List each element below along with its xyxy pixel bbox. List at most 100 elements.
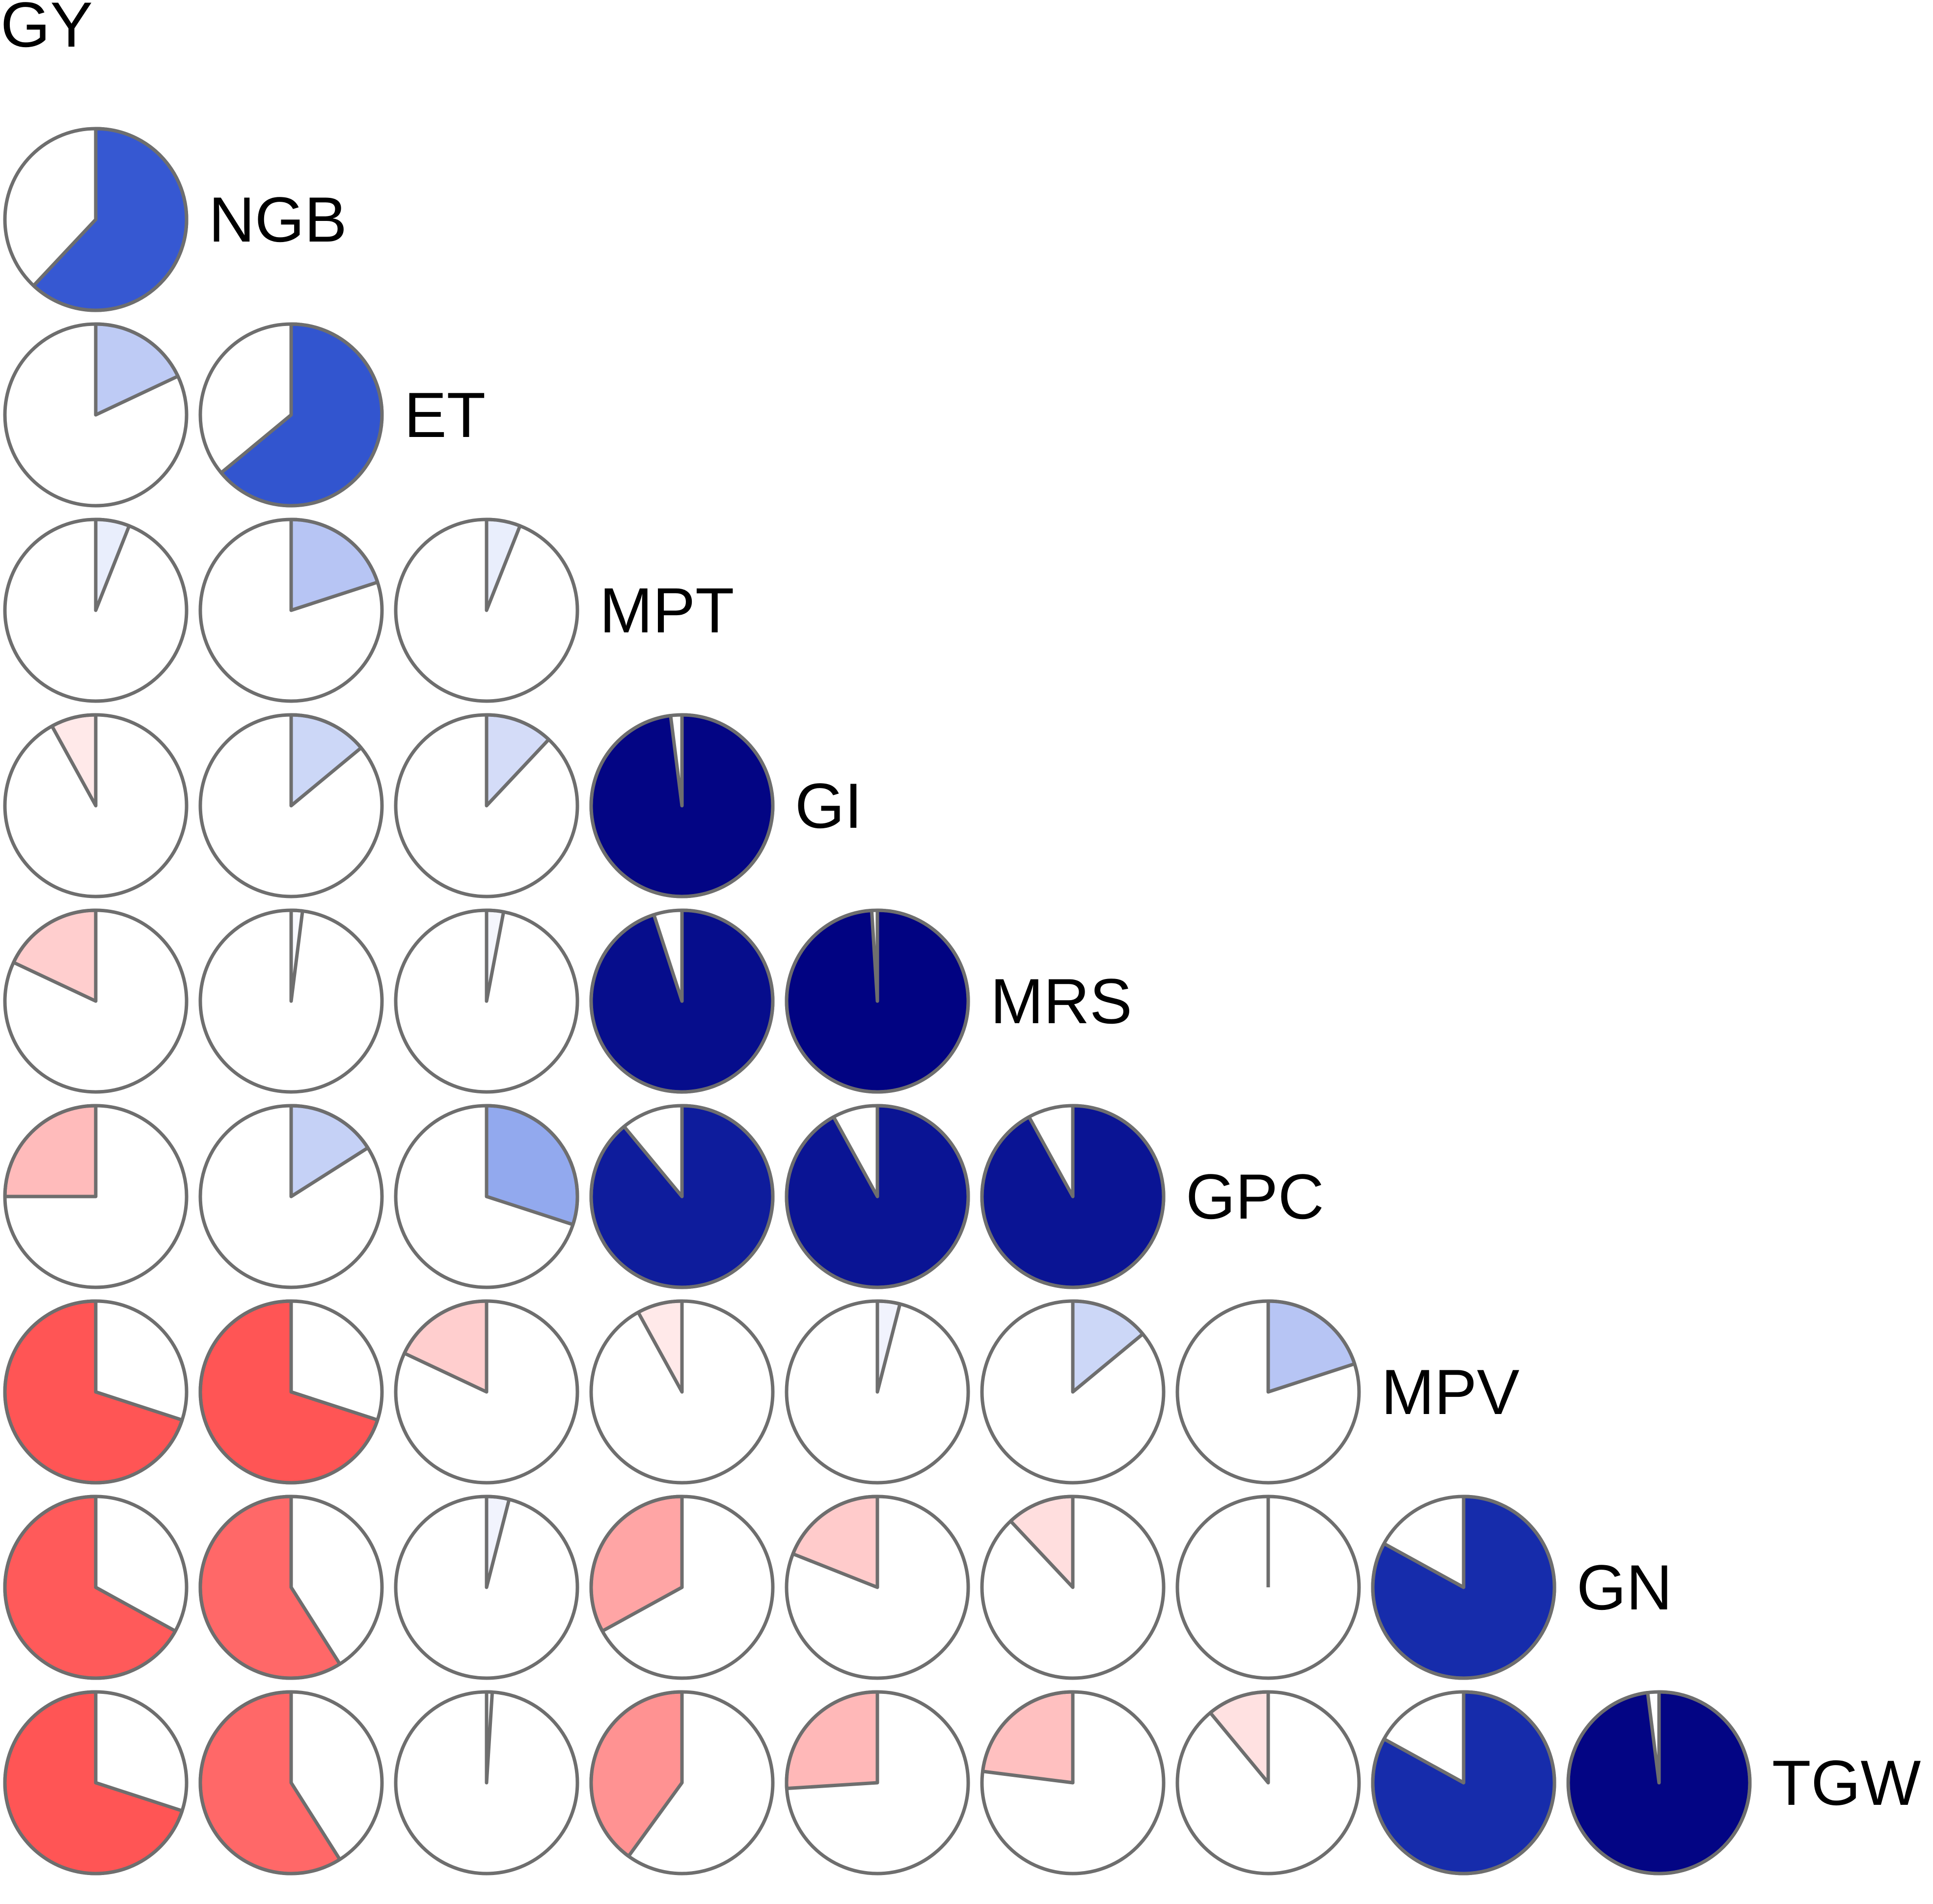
pie-mrs-gy: [3, 908, 189, 1094]
pie-outline: [198, 1495, 384, 1680]
trait-label-ngb: NGB: [209, 184, 347, 255]
pie-mpt-et: [394, 517, 579, 703]
pie-gpc-ngb: [198, 1104, 384, 1289]
pie-tgw-ngb: [198, 1690, 384, 1876]
pie-gi-ngb: [198, 713, 384, 898]
pie-outline: [198, 1690, 384, 1876]
pie-gn-gi: [785, 1495, 970, 1680]
pie-gi-mpt: [589, 713, 775, 898]
pie-mrs-mpt: [589, 908, 775, 1094]
pie-tgw-mrs: [980, 1690, 1166, 1876]
pie-outline: [785, 1690, 970, 1876]
pie-tgw-gy: [3, 1690, 189, 1876]
pie-gpc-gi: [785, 1104, 970, 1289]
pie-outline: [198, 1104, 384, 1289]
pie-mpv-gy: [3, 1299, 189, 1485]
pie-tgw-gpc: [1175, 1690, 1361, 1876]
pie-outline: [1175, 1299, 1361, 1485]
pie-outline: [3, 322, 189, 508]
pie-mpv-gpc: [1175, 1299, 1361, 1485]
pie-outline: [394, 713, 579, 898]
pie-gn-mrs: [980, 1495, 1166, 1680]
pie-outline: [198, 322, 384, 508]
pie-outline: [589, 1104, 775, 1289]
pie-outline: [394, 908, 579, 1094]
trait-label-et: ET: [404, 379, 486, 451]
pie-outline: [589, 1495, 775, 1680]
pie-gn-et: [394, 1495, 579, 1680]
pie-mpv-gi: [785, 1299, 970, 1485]
pie-outline: [394, 1690, 579, 1876]
trait-label-gy: GY: [0, 0, 93, 60]
pie-mrs-ngb: [198, 908, 384, 1094]
pie-outline: [785, 908, 970, 1094]
pie-gn-mpv: [1371, 1495, 1556, 1680]
pie-et-gy: [3, 322, 189, 508]
pie-outline: [785, 1299, 970, 1485]
pie-outline: [785, 1104, 970, 1289]
pie-outline: [1175, 1495, 1361, 1680]
pie-outline: [394, 1495, 579, 1680]
pie-mpv-et: [394, 1299, 579, 1485]
pie-outline: [589, 1299, 775, 1485]
pie-tgw-gi: [785, 1690, 970, 1876]
pie-mpv-ngb: [198, 1299, 384, 1485]
pie-outline: [3, 1495, 189, 1680]
pie-outline: [1566, 1690, 1752, 1876]
pie-outline: [1371, 1495, 1556, 1680]
pie-outline: [3, 1690, 189, 1876]
pie-outline: [3, 127, 189, 312]
pie-outline: [980, 1104, 1166, 1289]
pie-outline: [980, 1690, 1166, 1876]
pie-mrs-gi: [785, 908, 970, 1094]
pie-outline: [394, 1299, 579, 1485]
pie-outline: [3, 1104, 189, 1289]
pie-tgw-mpv: [1371, 1690, 1556, 1876]
pie-outline: [3, 908, 189, 1094]
pie-gn-gy: [3, 1495, 189, 1680]
pie-mpv-mrs: [980, 1299, 1166, 1485]
pie-tgw-mpt: [589, 1690, 775, 1876]
pie-gn-mpt: [589, 1495, 775, 1680]
pie-outline: [3, 517, 189, 703]
pie-outline: [198, 908, 384, 1094]
pie-outline: [1175, 1690, 1361, 1876]
pie-gpc-mpt: [589, 1104, 775, 1289]
pie-outline: [198, 517, 384, 703]
pie-outline: [980, 1299, 1166, 1485]
pie-gn-ngb: [198, 1495, 384, 1680]
pie-gi-gy: [3, 713, 189, 898]
pie-outline: [394, 517, 579, 703]
pie-outline: [198, 1299, 384, 1485]
pie-et-ngb: [198, 322, 384, 508]
pie-tgw-gn: [1566, 1690, 1752, 1876]
pie-wedge: [785, 1690, 879, 1791]
trait-label-gn: GN: [1577, 1551, 1672, 1623]
pie-outline: [198, 713, 384, 898]
trait-label-gi: GI: [795, 770, 862, 842]
pie-outline: [1371, 1690, 1556, 1876]
pie-mpt-gy: [3, 517, 189, 703]
pie-tgw-et: [394, 1690, 579, 1876]
pie-outline: [589, 908, 775, 1094]
pie-gpc-et: [394, 1104, 579, 1289]
pie-outline: [980, 1495, 1166, 1680]
trait-label-mpt: MPT: [599, 574, 734, 646]
trait-label-mrs: MRS: [990, 965, 1132, 1037]
pie-outline: [3, 1299, 189, 1485]
pie-outline: [3, 713, 189, 898]
pie-gi-et: [394, 713, 579, 898]
pie-gpc-gy: [3, 1104, 189, 1289]
pie-mpt-ngb: [198, 517, 384, 703]
pie-gn-gpc: [1175, 1495, 1361, 1680]
pie-gpc-mrs: [980, 1104, 1166, 1289]
pie-outline: [589, 713, 775, 898]
trait-label-tgw: TGW: [1772, 1747, 1921, 1819]
pie-mrs-et: [394, 908, 579, 1094]
trait-label-gpc: GPC: [1186, 1161, 1324, 1232]
pie-outline: [589, 1690, 775, 1876]
pie-outline: [785, 1495, 970, 1680]
trait-label-mpv: MPV: [1381, 1356, 1520, 1428]
pie-outline: [394, 1104, 579, 1289]
